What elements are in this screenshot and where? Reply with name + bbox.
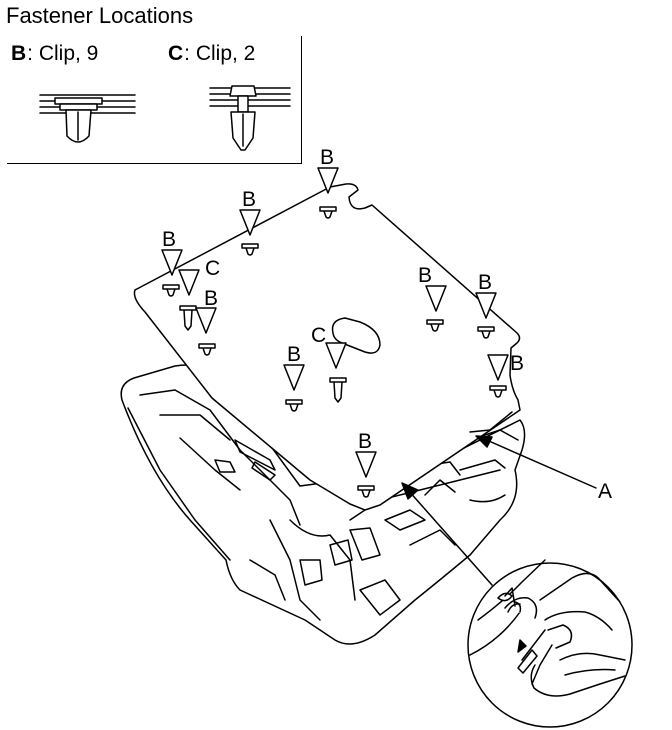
legend-entry-clip-b: B : Clip, 9 — [11, 41, 98, 67]
clip-b-illustration — [39, 94, 136, 143]
clip-c-illustration — [209, 85, 291, 151]
callout-b-label: B — [478, 271, 492, 294]
callout-b-label: B — [358, 430, 372, 453]
panel-clip-heads — [162, 206, 507, 498]
callout-b-label: B — [242, 188, 256, 211]
fastener-legend: B : Clip, 9 C : Clip, 2 — [7, 36, 302, 164]
callout-b-label: B — [204, 287, 218, 310]
panel-edge-detail — [469, 411, 513, 433]
panel-opening — [331, 317, 381, 354]
detail-circle — [467, 559, 633, 728]
legend-label-b: : Clip, 9 — [27, 42, 99, 65]
callout-b-label: B — [418, 264, 432, 287]
callout-c-label: C — [311, 324, 326, 347]
callout-c-label: C — [205, 257, 220, 280]
callout-b-label: B — [162, 228, 176, 251]
callout-b-label: B — [510, 352, 524, 375]
legend-symbol-c: C — [168, 42, 184, 65]
leader-a-arrow — [475, 435, 597, 489]
callout-b-label: B — [287, 343, 301, 366]
page-title: Fastener Locations — [6, 3, 194, 28]
legend-label-c: : Clip, 2 — [184, 42, 256, 65]
legend-symbol-b: B — [11, 42, 27, 65]
legend-entry-clip-c: C : Clip, 2 — [168, 41, 255, 67]
callout-a-label: A — [598, 480, 612, 503]
callout-b-label: B — [320, 146, 334, 169]
callout-triangles — [161, 167, 509, 478]
detail-pointer-arrow — [401, 482, 493, 586]
panel-c-clips — [179, 305, 347, 403]
